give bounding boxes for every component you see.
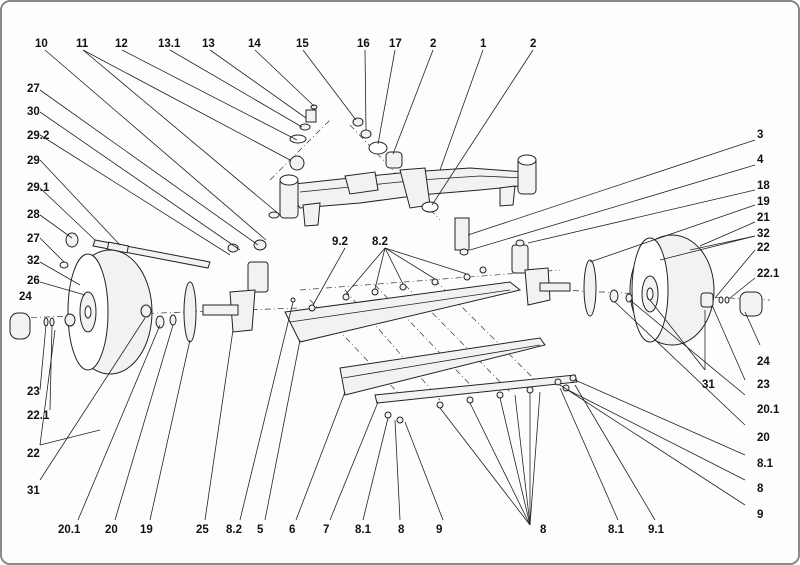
left-spindle — [202, 211, 280, 333]
label-8-bottom-b: 8 — [540, 524, 547, 536]
label-24-left: 24 — [19, 291, 32, 303]
label-20-bottom: 20 — [105, 524, 118, 536]
label-14: 14 — [248, 38, 261, 50]
label-22-left: 22 — [27, 448, 40, 460]
label-27-top: 27 — [27, 83, 40, 95]
label-8-1-bottom: 8.1 — [355, 524, 372, 536]
label-29-2: 29.2 — [27, 130, 49, 142]
label-16: 16 — [357, 38, 370, 50]
label-2-right: 2 — [530, 38, 536, 50]
label-12: 12 — [115, 38, 128, 50]
label-29: 29 — [27, 155, 40, 167]
label-17: 17 — [389, 38, 402, 50]
label-31-right: 31 — [702, 379, 715, 391]
label-9-right: 9 — [757, 509, 763, 521]
label-13-1: 13.1 — [158, 38, 181, 50]
bolts — [290, 266, 577, 424]
label-8-2-top: 8.2 — [372, 236, 388, 248]
label-21: 21 — [757, 212, 770, 224]
label-24-right: 24 — [757, 356, 770, 368]
plates — [284, 281, 578, 404]
label-27-bottom: 27 — [27, 233, 40, 245]
right-spindle — [511, 239, 571, 306]
label-31-left: 31 — [27, 485, 40, 497]
label-4: 4 — [757, 154, 764, 166]
label-8-bottom-a: 8 — [398, 524, 405, 536]
part-labels: 10 11 12 13.1 13 14 15 16 17 2 1 2 3 4 1… — [19, 38, 780, 536]
tie-rod — [59, 232, 211, 269]
label-22-right: 22 — [757, 242, 770, 254]
label-13: 13 — [202, 38, 215, 50]
label-8-1-right: 8.1 — [757, 458, 774, 470]
label-18: 18 — [757, 180, 770, 192]
label-25: 25 — [196, 524, 209, 536]
leader-lines — [39, 49, 761, 526]
label-3: 3 — [757, 129, 763, 141]
label-2-left: 2 — [430, 38, 436, 50]
label-32-left: 32 — [27, 255, 40, 267]
label-9-bottom: 9 — [436, 524, 442, 536]
label-22-1-right: 22.1 — [757, 268, 780, 280]
label-5: 5 — [257, 524, 264, 536]
label-10: 10 — [35, 38, 48, 50]
label-22-1-left: 22.1 — [27, 410, 50, 422]
right-wheel — [583, 234, 763, 346]
label-19-bottom: 19 — [140, 524, 153, 536]
axle-frame — [279, 154, 537, 227]
label-8-right: 8 — [757, 483, 764, 495]
label-30: 30 — [27, 106, 40, 118]
label-6: 6 — [289, 524, 295, 536]
label-20-right: 20 — [757, 432, 770, 444]
label-7: 7 — [323, 524, 329, 536]
left-wheel — [9, 249, 197, 375]
label-32-right: 32 — [757, 228, 770, 240]
label-1: 1 — [480, 38, 487, 50]
label-28: 28 — [27, 209, 40, 221]
label-20-1-bottom: 20.1 — [58, 524, 81, 536]
label-8-2-bottom: 8.2 — [226, 524, 242, 536]
label-15: 15 — [296, 38, 309, 50]
label-23-left: 23 — [27, 386, 40, 398]
label-20-1-right: 20.1 — [757, 404, 780, 416]
label-9-1: 9.1 — [648, 524, 665, 536]
label-29-1: 29.1 — [27, 182, 50, 194]
label-23-right: 23 — [757, 379, 770, 391]
label-19-right: 19 — [757, 196, 770, 208]
label-11: 11 — [76, 38, 89, 50]
label-9-2: 9.2 — [332, 236, 348, 248]
label-8-1-bottom-right: 8.1 — [608, 524, 625, 536]
label-26: 26 — [27, 275, 40, 287]
